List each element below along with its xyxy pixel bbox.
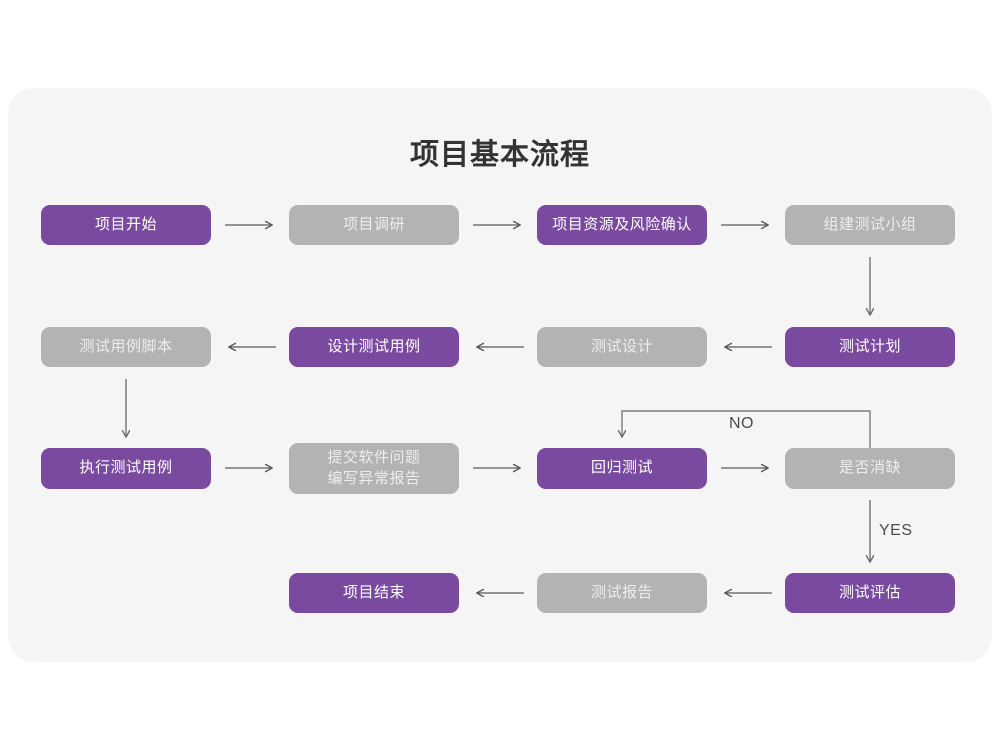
flow-node-execute-test-cases[interactable]: 执行测试用例	[41, 448, 211, 489]
branch-label-no: NO	[729, 415, 754, 432]
flow-node-project-end[interactable]: 项目结束	[289, 573, 459, 613]
page-title: 项目基本流程	[409, 139, 590, 171]
flow-node-regression-test[interactable]: 回归测试	[537, 448, 707, 489]
flow-node-project-start[interactable]: 项目开始	[41, 205, 211, 245]
flow-node-test-design[interactable]: 测试设计	[537, 327, 707, 367]
flow-node-test-report[interactable]: 测试报告	[537, 573, 707, 613]
flow-node-submit-defects-report[interactable]: 提交软件问题 编写异常报告	[289, 443, 459, 494]
flow-node-resource-risk-confirm[interactable]: 项目资源及风险确认	[537, 205, 707, 245]
flow-node-design-test-cases[interactable]: 设计测试用例	[289, 327, 459, 367]
flow-node-test-evaluation[interactable]: 测试评估	[785, 573, 955, 613]
flow-node-test-plan[interactable]: 测试计划	[785, 327, 955, 367]
flow-node-test-case-script[interactable]: 测试用例脚本	[41, 327, 211, 367]
flow-node-build-test-team[interactable]: 组建测试小组	[785, 205, 955, 245]
flow-node-defects-cleared-decision[interactable]: 是否消缺	[785, 448, 955, 489]
branch-label-yes: YES	[879, 522, 913, 539]
flowchart-card-background	[8, 88, 992, 662]
flow-node-project-research[interactable]: 项目调研	[289, 205, 459, 245]
